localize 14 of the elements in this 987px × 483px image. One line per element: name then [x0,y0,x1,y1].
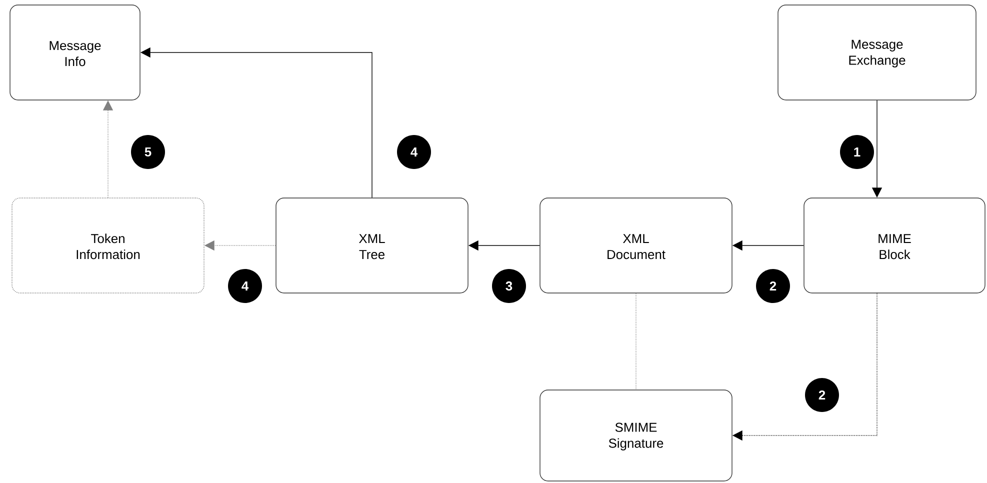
process-box: Message Info [10,4,140,100]
callout-number: 3 [492,269,526,303]
callout-number: 4 [397,135,431,169]
callout-number: 4 [228,269,262,303]
callout-number: 5 [131,135,165,169]
callout-number: 2 [756,269,790,303]
process-box: Message Exchange [778,4,976,100]
process-box: SMIME Signature [540,390,732,482]
callout-number: 1 [840,135,874,169]
process-box: XML Tree [276,198,468,294]
process-box: XML Document [540,198,732,294]
callout-number: 2 [805,378,839,412]
process-box: Token Information [12,198,204,294]
process-box: MIME Block [804,198,986,294]
